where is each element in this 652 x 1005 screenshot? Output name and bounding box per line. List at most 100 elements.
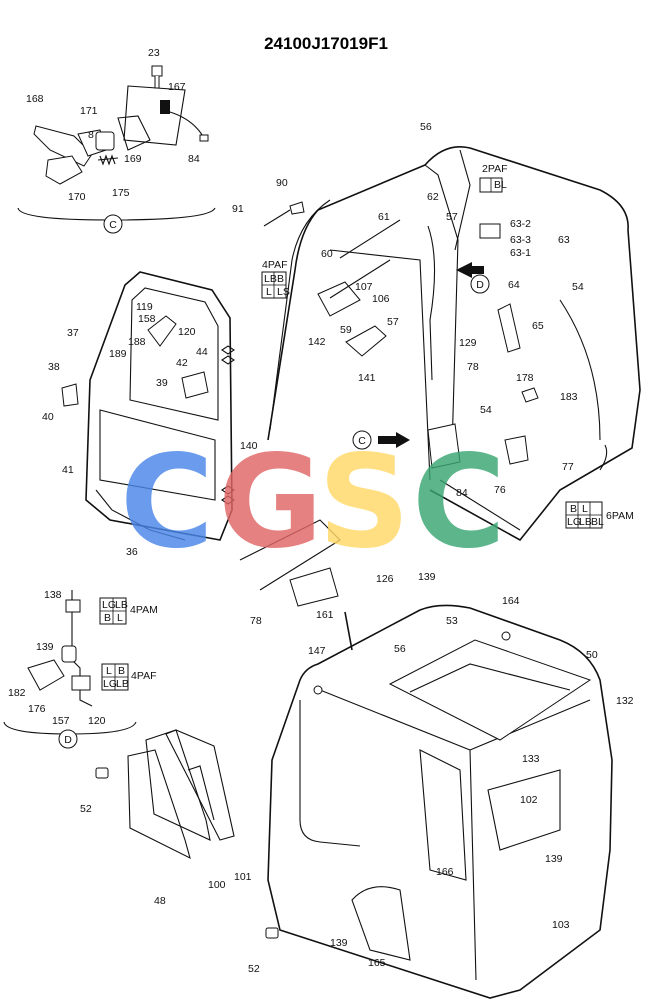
handle-65-shape: [497, 303, 521, 353]
part-label: 164: [502, 595, 520, 607]
cab-inner-edge: [269, 199, 331, 431]
bracket-76-shape: [504, 435, 529, 465]
part-label: 63-1: [510, 247, 531, 259]
cab-floor-line: [439, 479, 521, 531]
callout-c-letter: C: [109, 219, 117, 231]
latch-63-shape: [479, 223, 501, 239]
arrow-c-shape: [378, 432, 410, 448]
lower-cab-roof-seam: [469, 699, 591, 751]
seal-inner-shape: [187, 765, 215, 821]
cab-seam: [454, 149, 471, 251]
side-window-parts: [239, 519, 353, 651]
part-label: 51: [0, 0, 12, 3]
part-label: 142: [308, 336, 326, 348]
part-label: 54: [480, 404, 492, 416]
seal-group: [95, 729, 279, 939]
door-assembly: [61, 271, 235, 541]
part-label: 41: [62, 464, 74, 476]
door-window-lower: [99, 409, 216, 501]
part-182-shape: [61, 645, 77, 663]
rail-shape: [239, 519, 341, 591]
part-label: 44: [196, 346, 208, 358]
seal-101-shape: [145, 729, 211, 841]
part-label: 39: [156, 377, 168, 389]
part-label: 126: [376, 573, 394, 585]
callout-c-circle: [103, 214, 123, 234]
lower-cab-outline: [267, 604, 613, 999]
lower-cab-body: [267, 604, 613, 999]
connector-d2-header: 4PAF: [131, 670, 156, 682]
watermark-letter-3: S: [318, 428, 410, 577]
connector-left-cell-1: LB: [264, 273, 277, 285]
connector-d-4pam: LG LB B L 4PAM: [99, 597, 158, 625]
strip-shape: [344, 611, 353, 651]
part-label: 63-2: [510, 218, 531, 230]
part-label: 176: [28, 703, 46, 715]
wire-57-shape: [427, 225, 436, 381]
part-label: 147: [308, 645, 326, 657]
part-label: 48: [154, 895, 166, 907]
connector-bottom-right: B L LG LB BL 6PAM: [565, 501, 634, 529]
cab-rear-panel-line: [559, 299, 601, 441]
roof-panel-inner: [409, 663, 571, 693]
roof-panel-50-shape: [388, 639, 592, 741]
part-label: 119: [136, 301, 153, 313]
side-window-48-shape: [419, 749, 467, 881]
bracket-plate-shape: [123, 85, 186, 146]
grip-170-shape: [45, 155, 83, 185]
part-label: 50: [586, 649, 598, 661]
part-label: 120: [88, 715, 106, 727]
pad-38-shape: [61, 383, 79, 407]
detail-c-group: C: [17, 65, 216, 234]
glass-161-shape: [289, 567, 339, 607]
plug-176-shape: [27, 659, 65, 691]
block-169-shape: [95, 131, 115, 151]
part-label: 84: [456, 487, 468, 499]
connector-br-cell-1: B: [570, 503, 577, 515]
part-label: 63-3: [510, 234, 531, 246]
part-label: 63: [558, 234, 570, 246]
connector-left-cell-2: B: [277, 273, 284, 285]
side-window-rear-shape: [487, 769, 561, 851]
bolt-165-shape: [265, 927, 279, 939]
part-label: 129: [459, 337, 477, 349]
rod-60-shape: [329, 259, 391, 299]
clip-90-shape: [289, 201, 305, 215]
connector-top-header: 2PAF: [482, 163, 507, 175]
front-window-frame: [299, 700, 361, 847]
bracket-arm-shape: [117, 115, 151, 151]
watermark-letter-4: C: [412, 428, 506, 577]
part-label: 40: [42, 411, 54, 423]
part-label: 103: [552, 919, 570, 931]
cab-pillar: [424, 164, 459, 451]
part-label: 65: [532, 320, 544, 332]
cap-147-shape: [313, 685, 323, 695]
part-label: 139: [36, 641, 54, 653]
part-label: 42: [176, 357, 188, 369]
part-label: 23: [148, 47, 160, 59]
part-label: 54: [572, 281, 584, 293]
cable-84-end-shape: [199, 134, 209, 142]
connector-br-header: 6PAM: [606, 510, 634, 522]
door-frame-line: [329, 249, 431, 481]
part-label: 157: [52, 715, 70, 727]
connector-left-header: 4PAF: [262, 259, 287, 271]
callout-d-ref-circle: [470, 274, 490, 294]
part-label: 76: [494, 484, 506, 496]
part-label: 169: [124, 153, 142, 165]
seal-100-shape: [127, 749, 191, 860]
bolt-23-shank-shape: [154, 76, 160, 89]
bolt-91-shape: [263, 209, 291, 227]
part-label: 133: [522, 753, 540, 765]
part-label: 171: [80, 105, 98, 117]
connector-d1-header: 4PAM: [130, 604, 158, 616]
part-label: 64: [508, 279, 520, 291]
callout-c-ref-circle: [352, 430, 372, 450]
seal-103-shape: [165, 729, 235, 841]
harness-6pam-shape: [599, 444, 608, 471]
door-window-upper: [129, 287, 219, 421]
connector-br-cell-2: L: [582, 503, 588, 515]
callout-d-letter: D: [64, 734, 72, 746]
